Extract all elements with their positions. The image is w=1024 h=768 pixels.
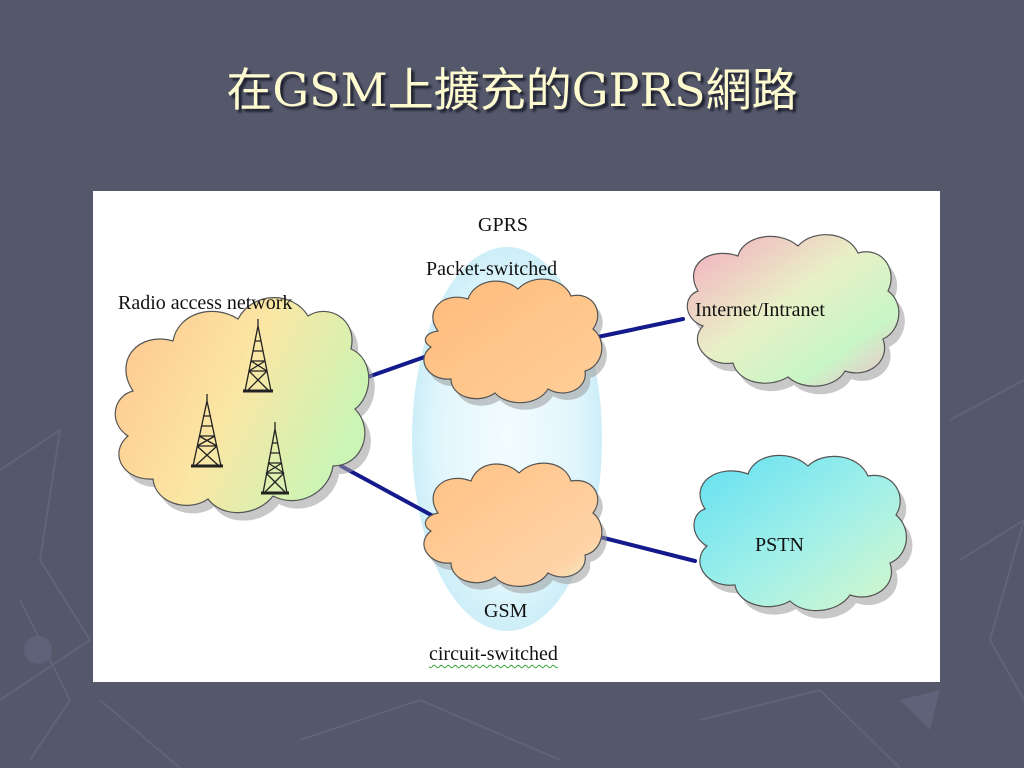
packet-switched-label: Packet-switched [426,258,558,280]
radio-access-network-label: Radio access network [118,292,293,314]
antenna-tower-icon [191,394,223,468]
antenna-tower-icon [243,319,273,393]
network-diagram: Radio access network GPRS Packet-switche… [93,191,940,682]
internet-intranet-label: Internet/Intranet [695,299,825,321]
gsm-cloud [423,462,607,594]
gprs-cloud [423,278,607,410]
diagram-canvas [114,234,913,631]
slide-title: 在GSM上擴充的GPRS網路 [226,63,798,117]
pstn-label: PSTN [755,534,804,556]
link-gprs-internet [586,317,685,341]
link-ran-gsm [339,464,435,518]
circuit-switched-label: circuit-switched [429,643,558,665]
radio-access-network-cloud [114,297,375,521]
gsm-label: GSM [484,600,528,622]
gprs-label: GPRS [478,214,529,236]
antenna-tower-icon [261,422,289,495]
pstn-cloud [693,454,913,619]
internet-cloud [686,234,905,395]
